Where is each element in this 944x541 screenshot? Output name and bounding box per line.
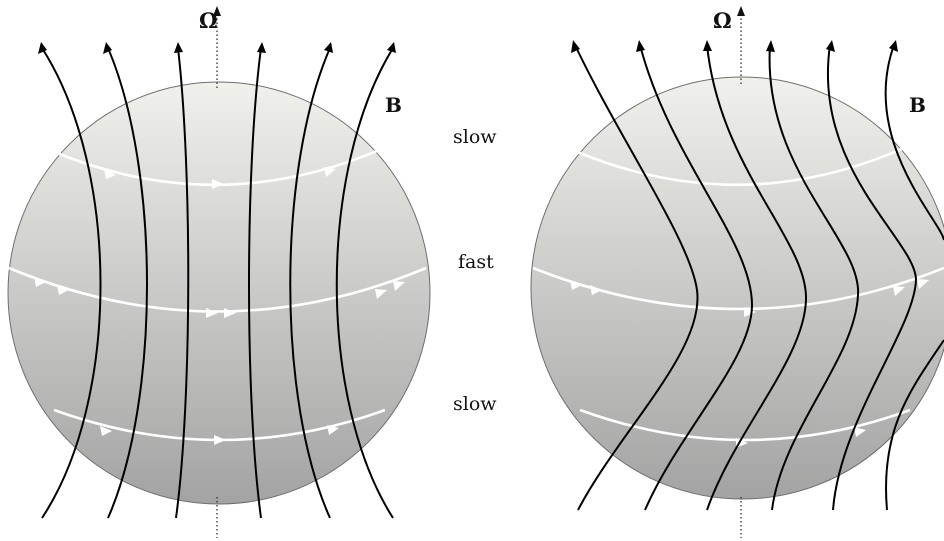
left-field-line-4 <box>248 47 262 519</box>
right-panel <box>530 6 944 538</box>
right-field-line-2 <box>639 44 754 511</box>
right-flow-top <box>574 146 905 187</box>
band-label-top: slow <box>453 126 497 148</box>
left-flow-middle <box>8 266 427 313</box>
right-field-line-4 <box>768 44 860 511</box>
right-field-line-3 <box>706 44 808 511</box>
left-field-line-3 <box>175 47 190 519</box>
left-axis-arrowhead <box>213 6 221 16</box>
left-field-lines <box>41 47 394 519</box>
right-field-line-6 <box>884 44 944 511</box>
omega-label-left: Ω <box>199 8 218 33</box>
right-field-lines <box>574 44 944 511</box>
left-field-line-1 <box>41 47 102 519</box>
band-label-middle: fast <box>458 251 494 273</box>
field-label-left: B <box>385 93 402 117</box>
omega-label-right: Ω <box>713 8 732 33</box>
left-field-arrowheads <box>38 42 396 54</box>
right-field-line-1 <box>574 44 699 511</box>
band-label-bottom: slow <box>453 393 497 415</box>
right-field-arrowheads <box>571 40 898 53</box>
left-panel <box>7 6 431 538</box>
right-flow-lines <box>532 146 944 442</box>
right-field-line-5 <box>827 44 918 511</box>
left-field-line-6 <box>335 47 394 519</box>
right-axis-arrowhead <box>737 6 745 16</box>
left-field-line-5 <box>289 47 331 519</box>
left-flow-arrowheads <box>34 167 405 445</box>
field-label-right: B <box>909 93 926 117</box>
right-sphere <box>530 76 944 500</box>
right-flow-bottom <box>579 408 911 442</box>
left-sphere <box>7 81 431 505</box>
right-flow-middle <box>532 266 944 311</box>
right-flow-arrowheads <box>570 279 929 448</box>
left-field-line-2 <box>107 47 148 519</box>
